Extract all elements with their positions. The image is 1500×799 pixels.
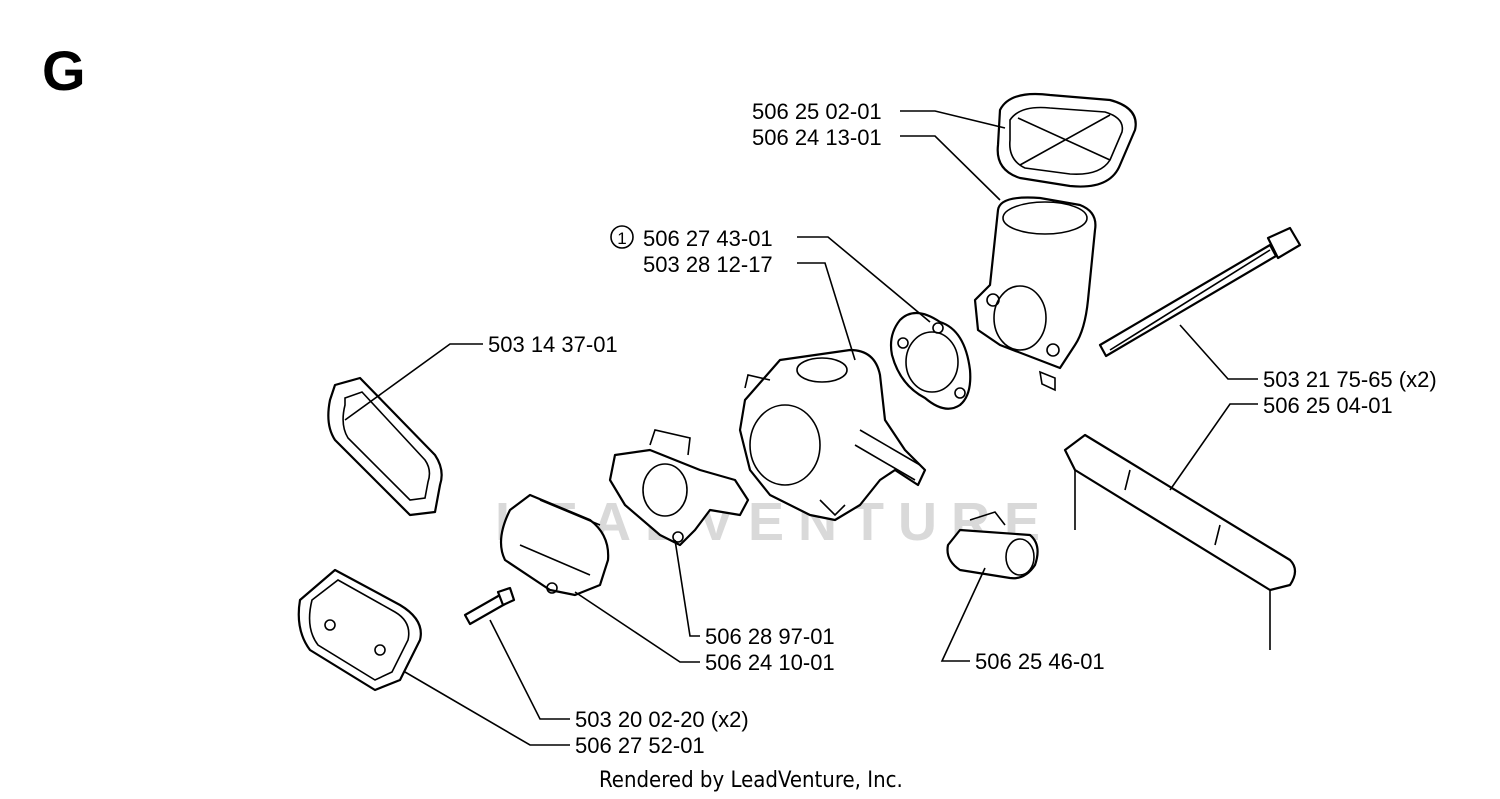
part-gasket: [889, 311, 972, 410]
label-503-21-75-65: 503 21 75-65 (x2): [1263, 367, 1437, 392]
part-long-screw: [1098, 226, 1302, 358]
label-506-24-10-01: 506 24 10-01: [705, 650, 835, 675]
part-carburetor: [738, 348, 927, 522]
section-letter: G: [42, 39, 86, 102]
label-503-14-37-01: 503 14 37-01: [488, 332, 618, 357]
leader-lines: [344, 110, 1258, 746]
footer-credit: Rendered by LeadVenture, Inc.: [599, 768, 903, 793]
callout-number: 1: [617, 229, 626, 248]
label-506-25-02-01: 506 25 02-01: [752, 99, 882, 124]
label-506-24-13-01: 506 24 13-01: [752, 125, 882, 150]
part-air-filter-seal: [996, 92, 1137, 188]
label-503-20-02-20: 503 20 02-20 (x2): [575, 707, 749, 732]
part-tube: [946, 511, 1039, 580]
callout-circle: [610, 225, 634, 249]
label-503-28-12-17: 503 28 12-17: [643, 252, 773, 277]
label-506-25-46-01: 506 25 46-01: [975, 649, 1105, 674]
label-506-27-43-01: 506 27 43-01: [643, 226, 773, 251]
part-intake-manifold: [608, 429, 750, 547]
part-small-screw: [463, 586, 516, 626]
part-foam-filter: [327, 376, 443, 517]
part-carburetor-adapter: [973, 196, 1097, 392]
part-intake-boot: [499, 493, 610, 597]
label-506-28-97-01: 506 28 97-01: [705, 624, 835, 649]
part-choke-rod: [1063, 433, 1297, 650]
label-506-25-04-01: 506 25 04-01: [1263, 393, 1393, 418]
label-506-27-52-01: 506 27 52-01: [575, 733, 705, 758]
part-air-filter-housing: [297, 568, 422, 692]
